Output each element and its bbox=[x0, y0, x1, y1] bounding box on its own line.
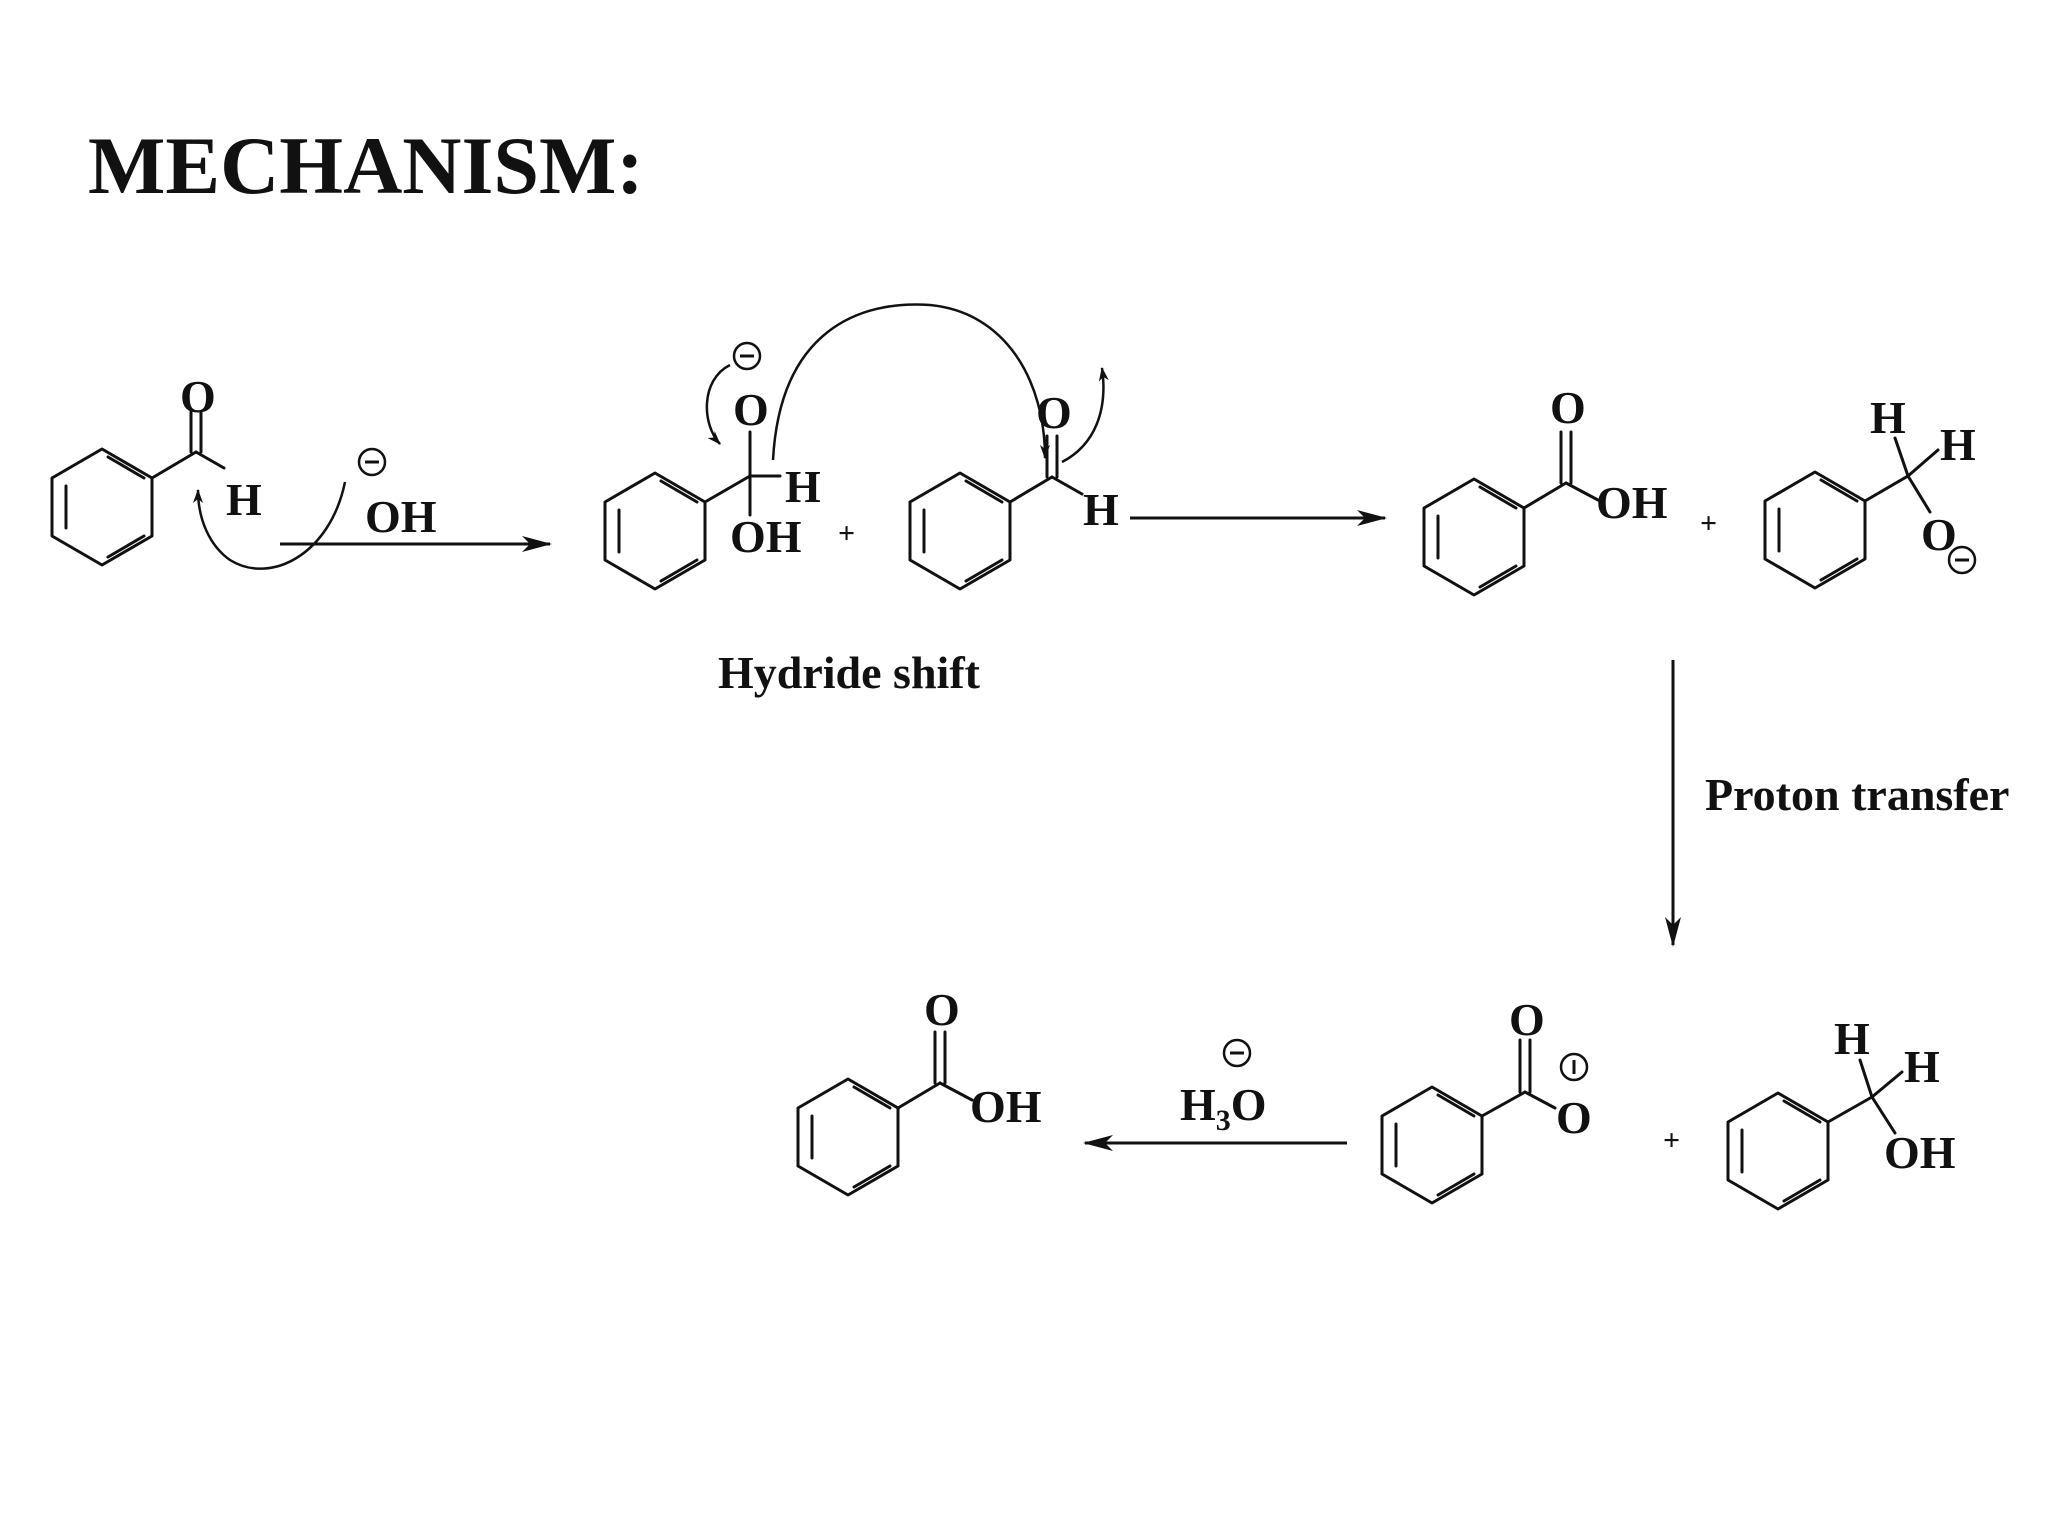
benzyl-alcohol-product: H H OH bbox=[1726, 1013, 1956, 1211]
alkoxide-oxygen: O bbox=[733, 384, 769, 435]
proton-transfer-label: Proton transfer bbox=[1705, 769, 2009, 820]
hydroxide-reagent: OH bbox=[357, 447, 437, 542]
benzoic-acid-intermediate: O OH bbox=[1422, 382, 1668, 597]
negative-charge-icon bbox=[357, 447, 387, 477]
hydroxide-label: OH bbox=[365, 491, 437, 542]
methylene-hydrogen-2: H bbox=[1904, 1041, 1940, 1092]
aldehyde-hydrogen: H bbox=[1083, 484, 1119, 535]
plus-sign: + bbox=[1663, 1124, 1680, 1157]
methylene-hydrogen-2: H bbox=[1940, 419, 1976, 470]
negative-charge-icon bbox=[1559, 1052, 1589, 1082]
methylene-hydrogen-1: H bbox=[1870, 392, 1906, 443]
plus-sign: + bbox=[1700, 507, 1717, 540]
carboxylate-oxygen: O bbox=[1556, 1092, 1592, 1143]
curly-arrow-hydride-shift bbox=[771, 303, 1050, 461]
curly-arrow-pi-bond-to-oxygen bbox=[1061, 367, 1109, 464]
curly-arrow-carbonyl-reform bbox=[705, 363, 731, 445]
benzoic-acid-product: O OH bbox=[796, 984, 1042, 1197]
benzaldehyde-acceptor: O H bbox=[908, 387, 1119, 591]
negative-charge-icon bbox=[732, 341, 762, 371]
carbonyl-oxygen: O bbox=[1036, 387, 1072, 438]
negative-charge-icon bbox=[1947, 545, 1977, 575]
methylene-hydrogen-1: H bbox=[1834, 1013, 1870, 1064]
hydroxyl-group: OH bbox=[970, 1081, 1042, 1132]
benzaldehyde-reactant: O H bbox=[50, 371, 262, 567]
tetrahedral-intermediate: O H OH bbox=[603, 341, 821, 591]
negative-charge-icon bbox=[1222, 1038, 1252, 1068]
aldehyde-hydrogen: H bbox=[226, 474, 262, 525]
hydroxyl-group: OH bbox=[730, 511, 802, 562]
hydride-shift-label: Hydride shift bbox=[718, 647, 981, 698]
carbonyl-oxygen: O bbox=[1509, 994, 1545, 1045]
plus-sign: + bbox=[838, 517, 855, 550]
benzyl-alkoxide: H H O bbox=[1763, 392, 1977, 590]
hydroxyl-group: OH bbox=[1596, 477, 1668, 528]
hydronium-reagent: H3O bbox=[1180, 1038, 1267, 1137]
carbonyl-oxygen: O bbox=[924, 984, 960, 1035]
benzoate-anion: O O bbox=[1380, 994, 1592, 1205]
carbonyl-oxygen: O bbox=[1550, 382, 1586, 433]
transferring-hydrogen: H bbox=[785, 461, 821, 512]
page-title: MECHANISM: bbox=[88, 120, 644, 211]
hydroxyl-group: OH bbox=[1884, 1127, 1956, 1178]
hydronium-formula: H3O bbox=[1180, 1079, 1267, 1137]
carbonyl-oxygen: O bbox=[180, 371, 216, 422]
curly-arrow-hydroxide-attack bbox=[193, 481, 347, 570]
